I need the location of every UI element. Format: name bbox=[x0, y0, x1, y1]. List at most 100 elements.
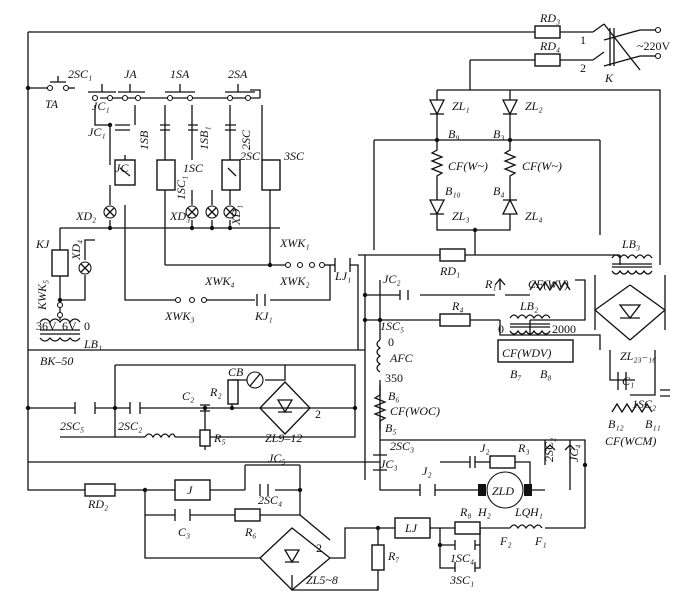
relay-j bbox=[174, 479, 211, 501]
label-jc2: JC₂ bbox=[383, 272, 401, 286]
components bbox=[25, 25, 670, 591]
label-rd4: RD₄ bbox=[539, 39, 560, 53]
label-zero-bk: 0 bbox=[84, 319, 90, 333]
label-cfwdv: CF(WDV) bbox=[502, 346, 551, 360]
lamp-xd1 bbox=[223, 205, 237, 219]
label-r2: R₂ bbox=[209, 385, 222, 399]
label-r7: R₇ bbox=[387, 549, 400, 563]
label-h2: H₂ bbox=[477, 505, 491, 519]
label-supply: ~220V bbox=[637, 39, 670, 53]
label-j2-left: J₂ bbox=[422, 464, 432, 478]
label-2sc4: 2SC₄ bbox=[258, 493, 282, 507]
label-b7: B₇ bbox=[510, 367, 522, 381]
label-zl2316: ZL₂₃₋₁₆ bbox=[620, 349, 656, 363]
wiring bbox=[27, 23, 666, 591]
label-2sc-vert: 2SC bbox=[239, 129, 253, 150]
label-cfw-left: CF(W~) bbox=[448, 159, 488, 173]
label-b3: B₃ bbox=[493, 127, 505, 141]
capacitor-c2 bbox=[200, 404, 210, 412]
label-2sc2-right: 2SC₂ bbox=[542, 438, 556, 462]
resistor-r2 bbox=[227, 379, 239, 405]
transformer-bk50 bbox=[39, 318, 81, 324]
label-jc1-top: JC₁ bbox=[92, 99, 110, 113]
label-h1: H₁ bbox=[529, 505, 543, 519]
labels: RD₃ RD₄ 1 2 ~220V K 2SC₁ JA 1SA 2SA TA J… bbox=[35, 11, 670, 587]
label-xwk2: XWK₂ bbox=[279, 274, 310, 288]
label-kj1: KJ₁ bbox=[254, 309, 273, 323]
label-tap-0: 0 bbox=[498, 322, 504, 336]
label-jc1-mid: JC₁ bbox=[88, 125, 106, 139]
label-xwk3: XWK₃ bbox=[164, 309, 195, 323]
motor-zld bbox=[486, 471, 524, 509]
label-1sb: 1SB bbox=[137, 130, 151, 150]
label-2sc: 2SC bbox=[240, 149, 261, 163]
label-jc5: JC₅ bbox=[268, 451, 286, 465]
label-xd3: XD₃ bbox=[169, 209, 190, 223]
label-2sc2: 2SC₂ bbox=[118, 419, 142, 433]
label-ja: JA bbox=[124, 67, 137, 81]
label-1sc4: 1SC₄ bbox=[450, 551, 474, 565]
label-kj: KJ bbox=[35, 237, 50, 251]
label-b9: B₉ bbox=[448, 127, 460, 141]
diode-zl4 bbox=[501, 198, 519, 220]
label-xd1: XD₁ bbox=[229, 205, 243, 226]
label-f1: F₁ bbox=[534, 534, 547, 548]
label-j2-right: J₂ bbox=[480, 441, 490, 455]
label-zld: ZLD bbox=[492, 484, 514, 498]
label-lj1: LJ₁ bbox=[334, 269, 351, 283]
label-xd4: XD₄ bbox=[69, 240, 83, 261]
label-afc: AFC bbox=[389, 351, 414, 365]
label-3sc: 3SC bbox=[283, 149, 305, 163]
label-c1: C₁ bbox=[622, 374, 634, 388]
resistor-r5 bbox=[199, 429, 211, 447]
label-ta: TA bbox=[45, 97, 59, 111]
label-n1: 1 bbox=[580, 33, 586, 47]
label-1sc1: 1SC₁ bbox=[174, 176, 188, 200]
label-xd2: XD₂ bbox=[75, 209, 96, 223]
winding-cfwcm bbox=[611, 402, 653, 414]
label-b11: B₁₁ bbox=[645, 417, 661, 431]
label-2sc5: 2SC₅ bbox=[60, 419, 84, 433]
label-k: K bbox=[604, 71, 614, 85]
capacitor-c1 bbox=[617, 372, 627, 390]
fuse-rd1 bbox=[439, 248, 466, 262]
label-lb1: LB₁ bbox=[83, 337, 102, 351]
label-rd3: RD₃ bbox=[539, 11, 560, 25]
label-zl58-pin: 2 bbox=[316, 541, 322, 555]
relay-1sc bbox=[156, 159, 176, 191]
label-cfwoc: CF(WOC) bbox=[390, 404, 440, 418]
label-3sc1: 3SC₁ bbox=[449, 573, 474, 587]
label-b10: B₁₀ bbox=[445, 184, 461, 198]
resistor-r8 bbox=[454, 521, 481, 535]
fuse-rd2 bbox=[84, 483, 116, 497]
label-b8: B₈ bbox=[540, 367, 552, 381]
fuse-rd3 bbox=[534, 25, 561, 39]
label-zl912-pin: 2 bbox=[315, 407, 321, 421]
relay-3sc bbox=[261, 159, 281, 191]
label-bk50: BK–50 bbox=[40, 354, 73, 368]
label-lj: LJ bbox=[404, 521, 418, 535]
label-2sa: 2SA bbox=[228, 67, 248, 81]
label-r4: R₄ bbox=[451, 299, 464, 313]
label-zl2: ZL₂ bbox=[525, 99, 543, 113]
label-lb3: LB₃ bbox=[621, 237, 640, 251]
relay-kj bbox=[51, 249, 69, 277]
label-afc-350: 350 bbox=[385, 371, 403, 385]
label-b12: B₁₂ bbox=[608, 417, 624, 431]
label-r8: R₈ bbox=[459, 505, 472, 519]
lamp-xd3b bbox=[205, 205, 219, 219]
label-cfwcm: CF(WCM) bbox=[605, 434, 656, 448]
label-xwk1: XWK₁ bbox=[279, 236, 310, 250]
lamp-xd3 bbox=[185, 205, 199, 219]
label-1sc5: 1SC₅ bbox=[380, 319, 404, 333]
label-jc: JC bbox=[115, 161, 129, 175]
label-cfwv: CF(WV) bbox=[528, 277, 569, 291]
label-f2: F₂ bbox=[499, 534, 512, 548]
label-zl3: ZL₃ bbox=[452, 209, 470, 223]
label-b5: B₅ bbox=[385, 421, 397, 435]
capacitor-c3 bbox=[174, 509, 191, 521]
label-1sb1: 1SB₁ bbox=[197, 126, 211, 150]
label-cb: CB bbox=[228, 365, 244, 379]
